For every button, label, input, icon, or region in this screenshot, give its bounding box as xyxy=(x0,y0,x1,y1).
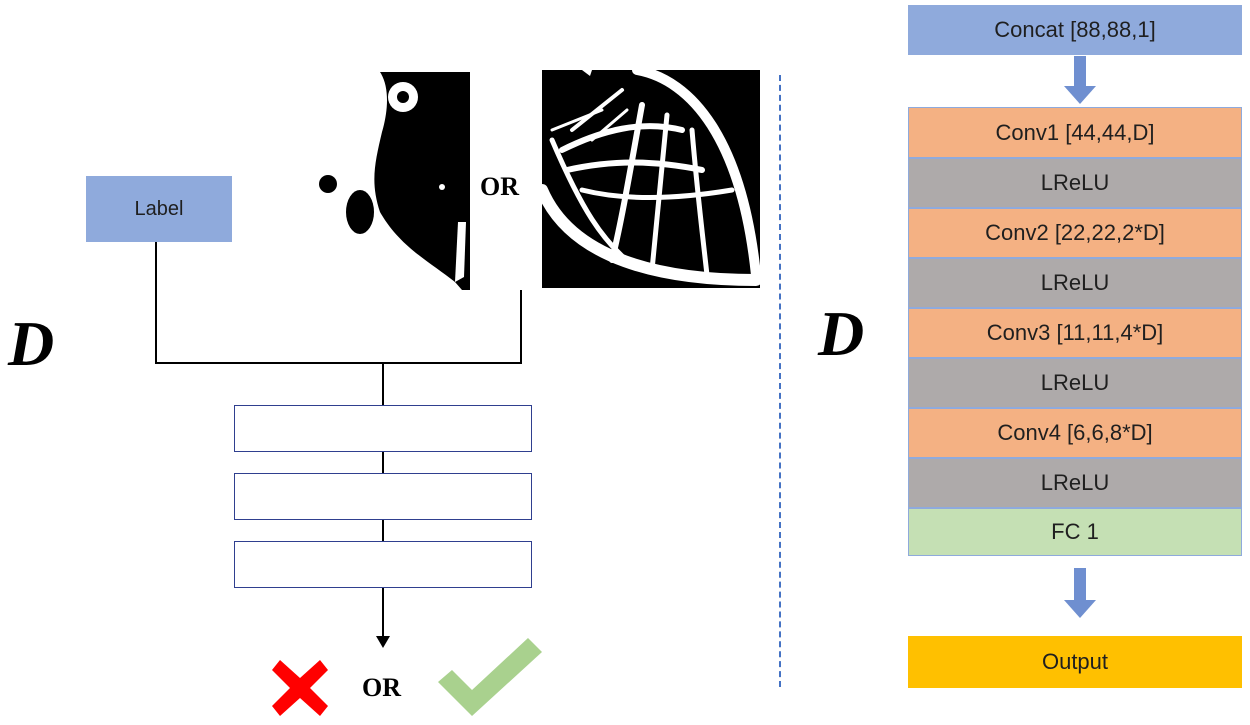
concat-layer: Concat [88,88,1] xyxy=(908,5,1242,55)
lrelu-layer-2: LReLU xyxy=(908,258,1242,308)
label-mask-image xyxy=(270,72,470,290)
fc-layer: FC 1 xyxy=(908,508,1242,556)
mask-connector-line xyxy=(520,290,522,364)
conv4-layer: Conv4 [6,6,8*D] xyxy=(908,408,1242,458)
down-arrow-icon xyxy=(376,636,390,648)
discriminator-layer-box-1 xyxy=(234,405,532,452)
label-box: Label xyxy=(86,176,232,242)
conv2-layer: Conv2 [22,22,2*D] xyxy=(908,208,1242,258)
or-label-masks: OR xyxy=(480,172,519,201)
lrelu-layer-4: LReLU xyxy=(908,458,1242,508)
generated-mask-image xyxy=(542,70,760,288)
cross-icon xyxy=(268,656,332,720)
discriminator-symbol-right: D xyxy=(818,298,865,369)
conv3-layer: Conv3 [11,11,4*D] xyxy=(908,308,1242,358)
lrelu-layer-3: LReLU xyxy=(908,358,1242,408)
discriminator-layer-box-3 xyxy=(234,541,532,588)
or-label-verdicts: OR xyxy=(362,673,401,702)
output-layer: Output xyxy=(908,636,1242,688)
label-connector-line xyxy=(155,242,157,364)
merge-connector-line xyxy=(155,362,522,364)
conv1-layer: Conv1 [44,44,D] xyxy=(908,107,1242,158)
arrow-shaft-bottom xyxy=(1074,568,1086,602)
check-icon xyxy=(434,634,546,718)
arrow-shaft-top xyxy=(1074,56,1086,88)
discriminator-layer-box-2 xyxy=(234,473,532,520)
down-arrow-icon-top xyxy=(1064,86,1096,104)
panel-divider xyxy=(779,75,781,687)
down-arrow-icon-bottom xyxy=(1064,600,1096,618)
discriminator-symbol-left: D xyxy=(8,308,55,379)
lrelu-layer-1: LReLU xyxy=(908,158,1242,208)
